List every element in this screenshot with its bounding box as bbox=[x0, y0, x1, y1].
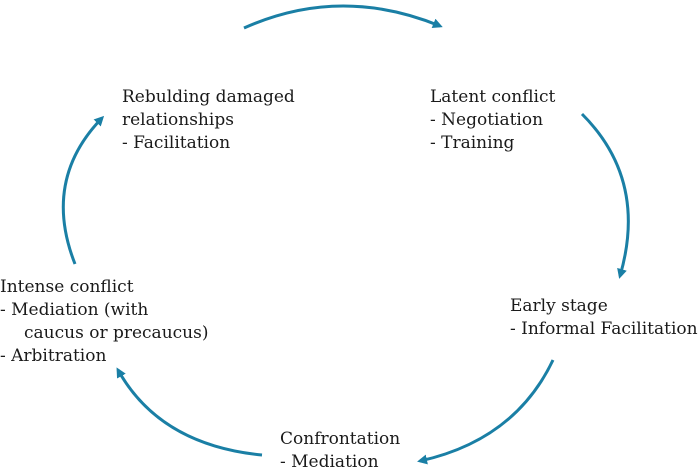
stage-item: - Mediation bbox=[280, 452, 379, 472]
stage-title: Confrontation bbox=[280, 429, 401, 449]
stage-latent-conflict: Latent conflict - Negotiation - Training bbox=[430, 86, 555, 155]
arrow-top bbox=[243, 4, 443, 30]
stage-title-line2: relationships bbox=[122, 110, 234, 130]
stage-rebuilding-relationships: Rebulding damaged relationships - Facili… bbox=[122, 86, 295, 155]
stage-title: Rebulding damaged bbox=[122, 87, 295, 107]
arrow-left bbox=[61, 115, 105, 265]
arrow-right bbox=[580, 112, 630, 279]
stage-item: - Mediation (with bbox=[0, 300, 149, 320]
arrow-bottom-left bbox=[116, 367, 263, 457]
stage-item: - Informal Facilitation bbox=[510, 319, 698, 339]
stage-early-stage: Early stage - Informal Facilitation bbox=[510, 295, 698, 341]
stage-item: - Facilitation bbox=[122, 133, 231, 153]
stage-item-continuation: caucus or precaucus) bbox=[24, 323, 209, 343]
stage-intense-conflict: Intense conflict - Mediation (with caucu… bbox=[0, 276, 208, 368]
stage-title: Early stage bbox=[510, 296, 608, 316]
stage-title: Intense conflict bbox=[0, 277, 134, 297]
stage-item: - Training bbox=[430, 133, 515, 153]
stage-title: Latent conflict bbox=[430, 87, 556, 107]
stage-confrontation: Confrontation - Mediation bbox=[280, 428, 400, 474]
stage-item: - Arbitration bbox=[0, 346, 107, 366]
arrow-bottom-right bbox=[417, 359, 555, 465]
stage-item: - Negotiation bbox=[430, 110, 544, 130]
